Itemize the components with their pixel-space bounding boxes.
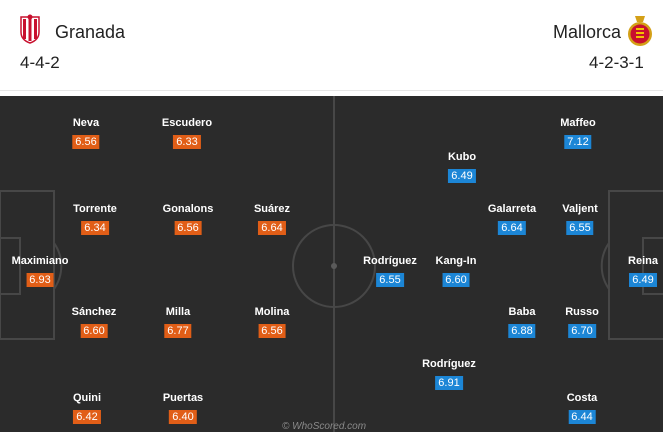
player-rating-badge: 6.55 <box>566 221 594 235</box>
player-name: Rodríguez <box>363 255 417 267</box>
player-rating-badge: 6.33 <box>173 135 201 149</box>
player-rating-badge: 6.42 <box>73 410 101 424</box>
player-name: Molina <box>254 306 290 318</box>
away-team-name[interactable]: Mallorca <box>553 22 622 42</box>
away-player[interactable]: Kang-In 6.60 <box>435 255 477 288</box>
away-player[interactable]: Rodríguez 6.91 <box>422 358 476 391</box>
home-player[interactable]: Quini 6.42 <box>73 392 101 425</box>
home-formation: 4-4-2 <box>20 53 60 72</box>
player-rating-badge: 6.64 <box>258 221 286 235</box>
player-rating-badge: 6.56 <box>174 221 202 235</box>
player-name: Kubo <box>447 151 477 163</box>
home-player[interactable]: Molina 6.56 <box>254 306 290 339</box>
away-formation: 4-2-3-1 <box>589 53 644 72</box>
player-name: Reina <box>628 255 658 267</box>
player-name: Baba <box>508 306 536 318</box>
away-player[interactable]: Reina 6.49 <box>628 255 658 288</box>
player-name: Rodríguez <box>422 358 476 370</box>
pitch: Maximiano 6.93 Neva 6.56 Torrente 6.34 S… <box>0 96 663 432</box>
player-rating-badge: 6.70 <box>568 324 596 338</box>
away-player[interactable]: Rodríguez 6.55 <box>363 255 417 288</box>
player-name: Galarreta <box>487 203 537 215</box>
away-player[interactable]: Costa 6.44 <box>566 392 598 425</box>
away-player[interactable]: Maffeo 7.12 <box>560 117 596 150</box>
away-player[interactable]: Valjent 6.55 <box>562 203 598 236</box>
player-rating-badge: 6.77 <box>164 324 192 338</box>
home-player[interactable]: Sánchez 6.60 <box>71 306 117 339</box>
player-name: Quini <box>72 392 102 404</box>
player-name: Torrente <box>73 203 117 215</box>
home-player[interactable]: Suárez 6.64 <box>254 203 290 236</box>
player-rating-badge: 6.40 <box>169 410 197 424</box>
player-rating-badge: 6.91 <box>435 376 463 390</box>
pitch-lines <box>0 96 663 432</box>
away-player[interactable]: Baba 6.88 <box>508 306 536 339</box>
away-player[interactable]: Russo 6.70 <box>565 306 599 339</box>
player-rating-badge: 6.60 <box>80 324 108 338</box>
player-rating-badge: 6.34 <box>81 221 109 235</box>
home-player[interactable]: Escudero 6.33 <box>162 117 212 150</box>
player-rating-badge: 6.88 <box>508 324 536 338</box>
player-rating-badge: 6.56 <box>72 135 100 149</box>
player-rating-badge: 6.49 <box>448 169 476 183</box>
player-rating-badge: 6.55 <box>376 273 404 287</box>
player-rating-badge: 7.12 <box>564 135 592 149</box>
away-player[interactable]: Galarreta 6.64 <box>488 203 536 236</box>
match-header: Granada 4-4-2 Mallorca 4-2-3-1 <box>0 0 663 91</box>
home-player[interactable]: Puertas 6.40 <box>163 392 203 425</box>
home-player[interactable]: Maximiano 6.93 <box>11 255 69 288</box>
player-name: Gonalons <box>162 203 214 215</box>
player-name: Puertas <box>162 392 204 404</box>
player-rating-badge: 6.93 <box>26 273 54 287</box>
player-rating-badge: 6.64 <box>498 221 526 235</box>
player-rating-badge: 6.44 <box>568 410 596 424</box>
home-player[interactable]: Torrente 6.34 <box>73 203 117 236</box>
player-name: Russo <box>565 306 599 318</box>
home-player[interactable]: Neva 6.56 <box>72 117 100 150</box>
away-player[interactable]: Kubo 6.49 <box>448 151 476 184</box>
player-name: Kang-In <box>435 255 477 267</box>
player-rating-badge: 6.49 <box>629 273 657 287</box>
player-rating-badge: 6.60 <box>442 273 470 287</box>
player-name: Maximiano <box>11 255 69 267</box>
home-team-name[interactable]: Granada <box>55 22 126 42</box>
player-name: Maffeo <box>560 117 596 129</box>
granada-crest-icon <box>19 14 41 49</box>
player-name: Sánchez <box>71 306 117 318</box>
player-name: Milla <box>165 306 191 318</box>
player-name: Escudero <box>161 117 213 129</box>
mallorca-crest-icon <box>627 14 653 53</box>
player-name: Costa <box>566 392 598 404</box>
player-name: Neva <box>72 117 100 129</box>
home-player[interactable]: Milla 6.77 <box>164 306 192 339</box>
player-rating-badge: 6.56 <box>258 324 286 338</box>
home-player[interactable]: Gonalons 6.56 <box>162 203 214 236</box>
player-name: Valjent <box>562 203 598 215</box>
player-name: Suárez <box>253 203 291 215</box>
watermark: © WhoScored.com <box>282 421 367 432</box>
